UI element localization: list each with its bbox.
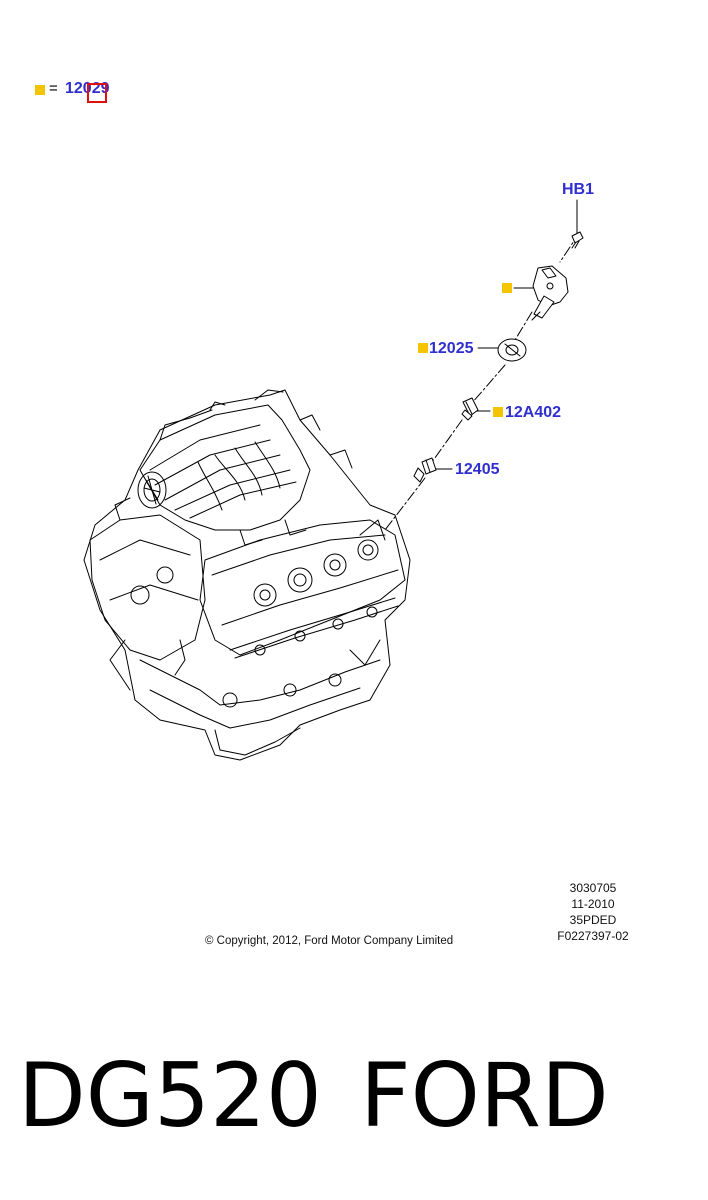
- callout-marker-12a402: [493, 407, 503, 417]
- callout-marker-12025: [418, 343, 428, 353]
- ignition-coil: [531, 265, 569, 321]
- engine-block: [83, 389, 411, 761]
- callout-hb1[interactable]: HB1: [562, 181, 595, 198]
- callout-12405[interactable]: 12405: [455, 461, 500, 478]
- drawing-info-line: F0227397-02: [557, 929, 629, 943]
- drawing-info-line: 3030705: [569, 881, 617, 895]
- drawing-info-line: 11-2010: [571, 897, 615, 911]
- bolt-hb1: [571, 231, 584, 249]
- legend-equals: =: [49, 80, 58, 97]
- callout-marker-coil: [502, 283, 512, 293]
- part-code: DG520: [18, 1044, 322, 1147]
- seal-12025: [497, 338, 527, 362]
- selection-highlight-box[interactable]: [87, 83, 107, 103]
- legend-marker: [35, 85, 45, 95]
- copyright-notice: © Copyright, 2012, Ford Motor Company Li…: [205, 935, 454, 947]
- drawing-info: 3030705 11-2010 35PDED F0227397-02: [555, 880, 631, 944]
- callout-12025[interactable]: 12025: [429, 340, 474, 357]
- component-12a402: [461, 397, 479, 421]
- spark-plug-12405: [413, 457, 437, 483]
- brand-name: FORD: [360, 1044, 609, 1147]
- drawing-info-line: 35PDED: [569, 913, 617, 927]
- callout-12a402[interactable]: 12A402: [505, 404, 562, 421]
